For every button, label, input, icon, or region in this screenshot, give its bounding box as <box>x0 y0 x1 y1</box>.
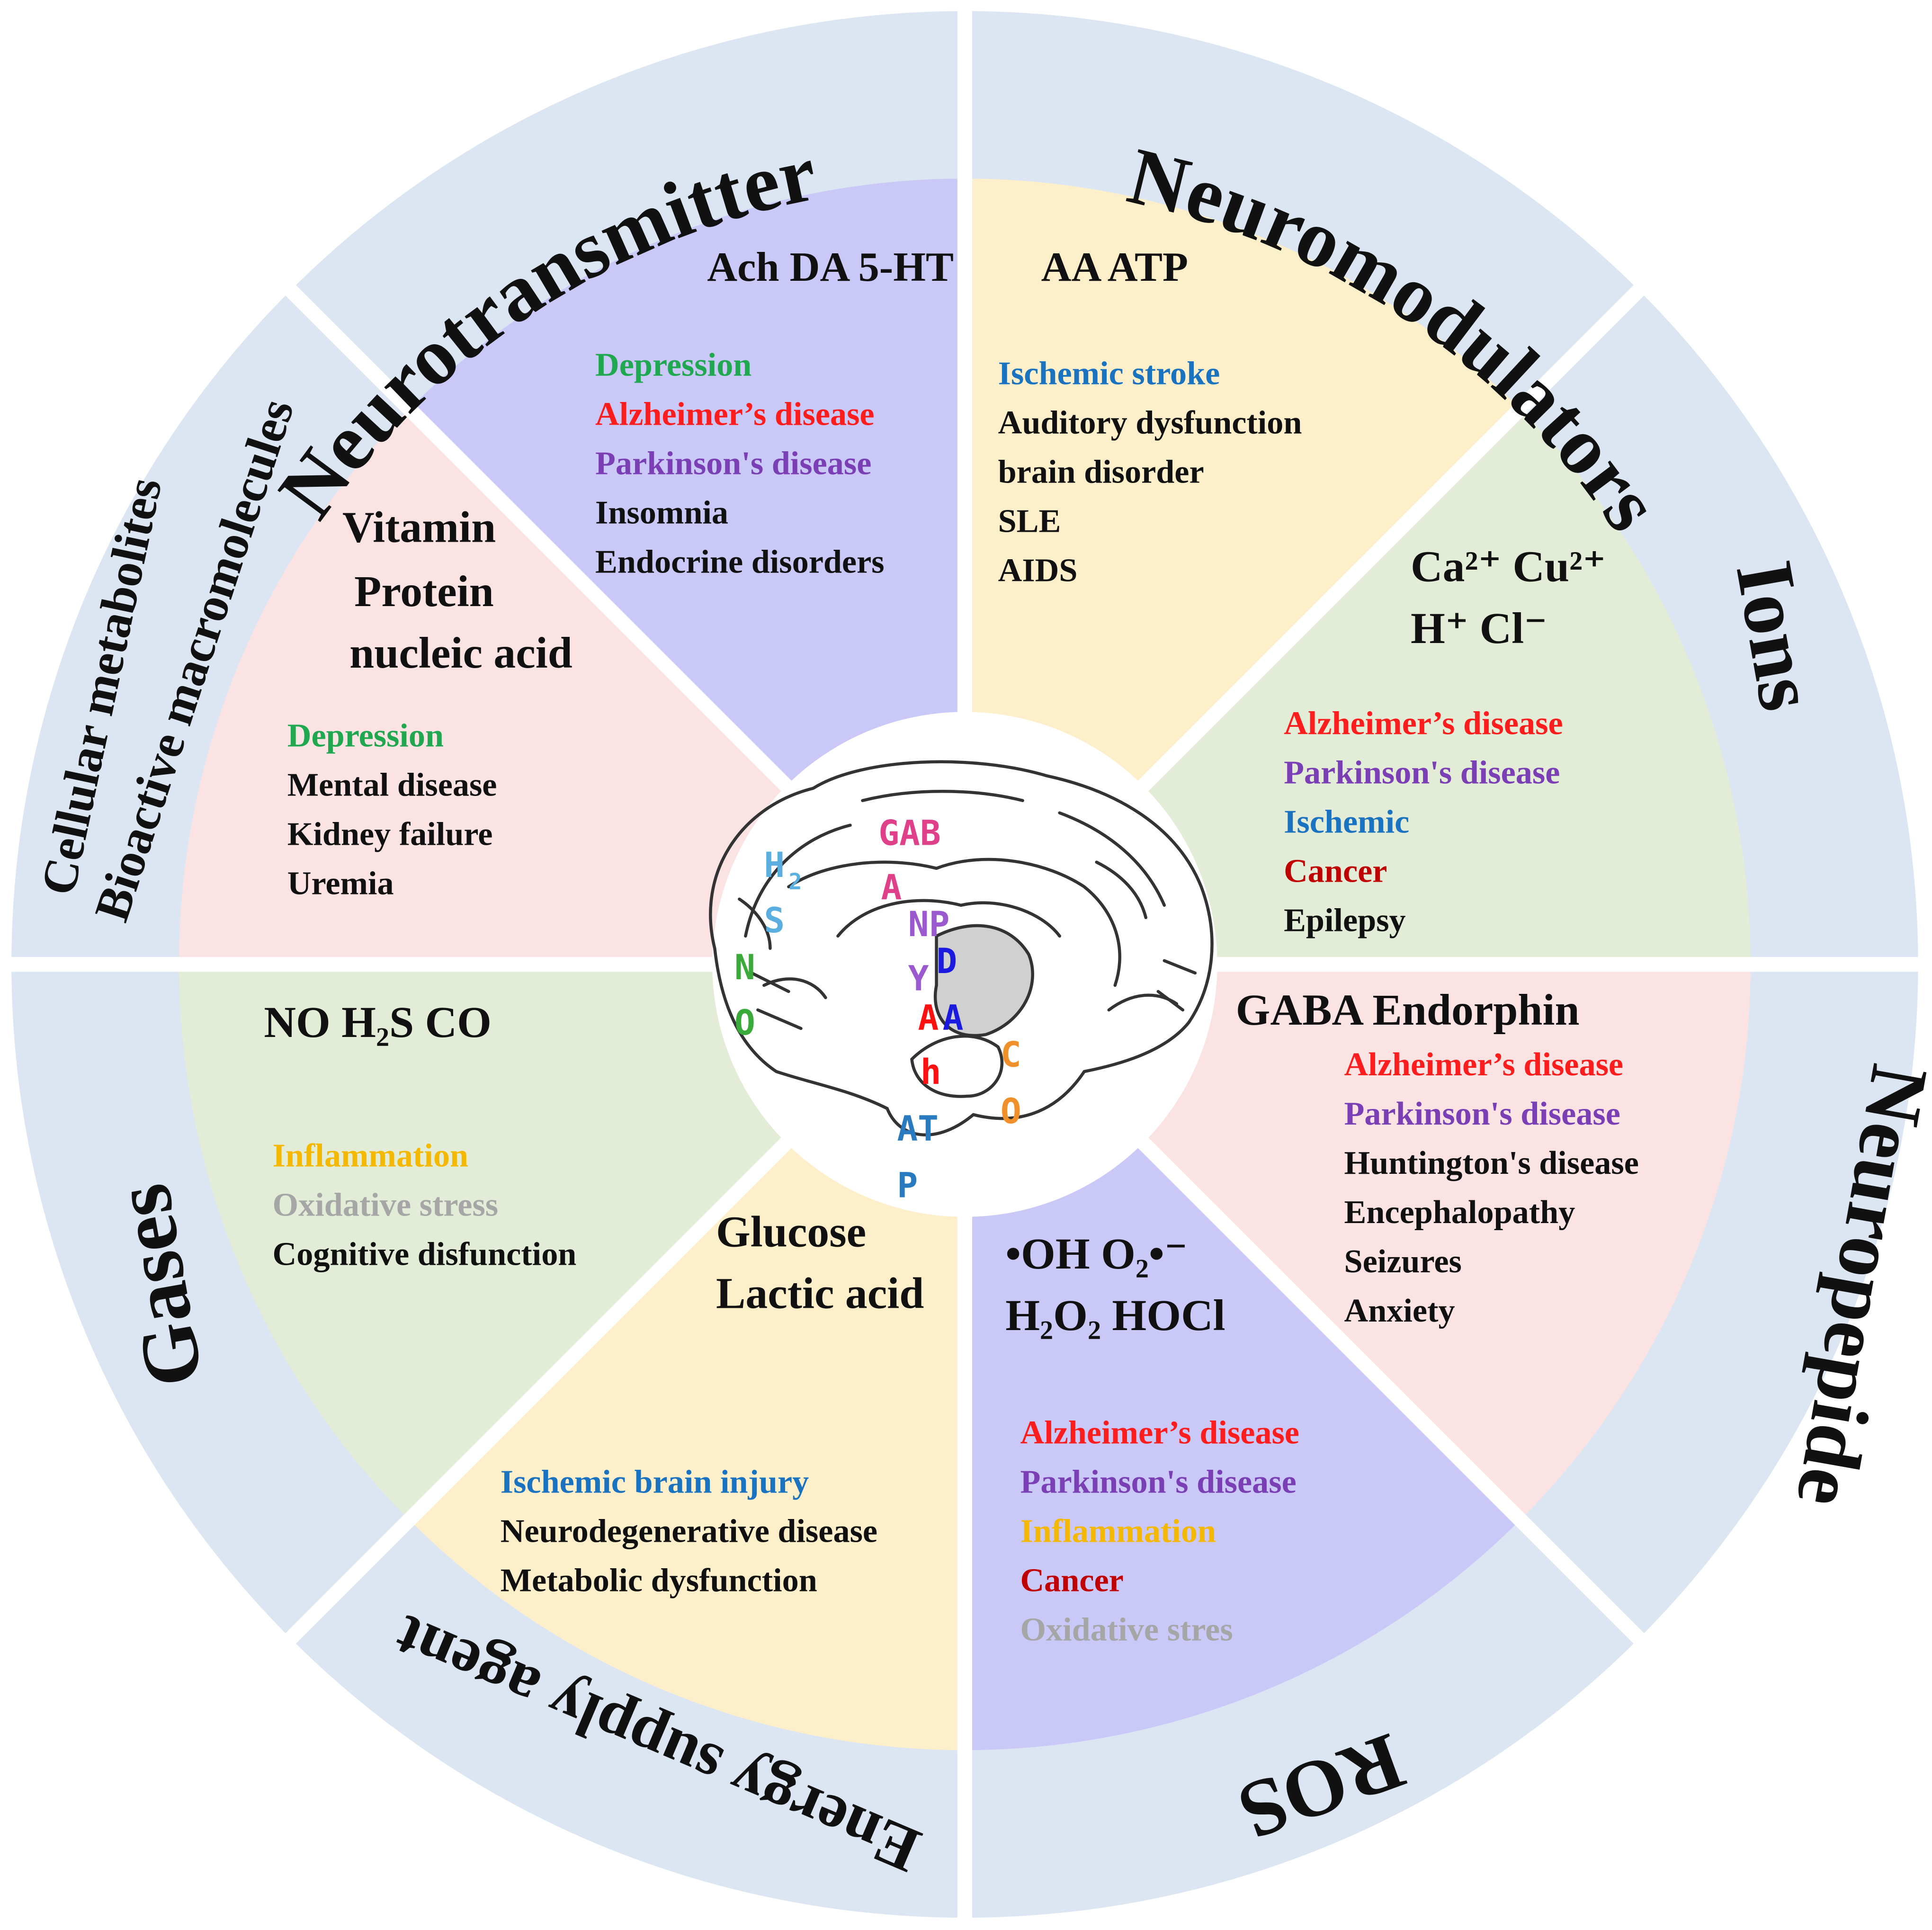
disease-item: Parkinson's disease <box>595 445 871 482</box>
content-ros: •OH O₂•⁻ H₂O₂ HOCl Alzheimer’s diseasePa… <box>1005 1230 1299 1648</box>
disease-item: Alzheimer’s disease <box>595 395 875 432</box>
brain-label: 2 <box>788 869 802 895</box>
brain-label: GAB <box>878 813 941 853</box>
disease-item: Neurodegenerative disease <box>501 1513 877 1550</box>
header-ros-line1: •OH O₂•⁻ <box>1005 1230 1188 1278</box>
header-energy-line2: Lactic acid <box>716 1269 924 1318</box>
brain-label: A <box>881 867 902 908</box>
brain-label: H <box>764 845 785 885</box>
disease-item: SLE <box>998 503 1061 540</box>
content-energy: Glucose Lactic acid Ischemic brain injur… <box>501 1207 924 1599</box>
disease-item: Ischemic <box>1284 803 1409 840</box>
disease-item: Depression <box>595 346 751 383</box>
disease-item: Ischemic stroke <box>998 355 1220 392</box>
disease-item: Parkinson's disease <box>1020 1464 1296 1501</box>
brain-label: NP <box>908 904 950 945</box>
brain-label: A <box>918 998 939 1038</box>
disease-item: Alzheimer’s disease <box>1020 1414 1299 1451</box>
disease-item: Ischemic brain injury <box>501 1464 809 1501</box>
brain-label: P <box>897 1165 918 1206</box>
header-cellular-line2: Protein <box>354 567 494 616</box>
disease-item: brain disorder <box>998 454 1204 491</box>
disease-item: Parkinson's disease <box>1344 1095 1620 1132</box>
brain-label: D <box>937 941 957 982</box>
content-neuropepide: GABA Endorphin Alzheimer’s diseaseParkin… <box>1236 986 1639 1329</box>
disease-item: Cognitive disfunction <box>273 1235 577 1272</box>
disease-item: Depression <box>287 717 444 754</box>
brain-label: O <box>1001 1091 1021 1132</box>
header-neuromodulators: AA ATP <box>1041 244 1188 290</box>
disease-item: Mental disease <box>287 766 497 803</box>
disease-item: Metabolic dysfunction <box>501 1562 817 1599</box>
disease-item: Encephalopathy <box>1344 1194 1575 1231</box>
disease-item: Oxidative stress <box>273 1186 499 1223</box>
disease-item: Oxidative stres <box>1020 1611 1233 1648</box>
disease-item: Inflammation <box>1020 1513 1216 1550</box>
disease-item: Anxiety <box>1344 1292 1455 1329</box>
disease-item: Epilepsy <box>1284 902 1406 938</box>
header-ions-line1: Ca²⁺ Cu²⁺ <box>1411 543 1606 591</box>
disease-item: Seizures <box>1344 1243 1462 1280</box>
disease-item: Insomnia <box>595 494 728 531</box>
brain-label: C <box>1001 1035 1021 1075</box>
brain-label: A <box>943 998 964 1038</box>
content-ions: Ca²⁺ Cu²⁺ H⁺ Cl⁻ Alzheimer’s diseasePark… <box>1284 543 1606 939</box>
brain-label: Y <box>908 958 929 999</box>
disease-item: Huntington's disease <box>1344 1144 1639 1181</box>
disease-item: AIDS <box>998 552 1078 589</box>
header-neurotransmitter: Ach DA 5-HT <box>707 244 954 290</box>
disease-item: Alzheimer’s disease <box>1284 705 1563 742</box>
header-cellular-line3: nucleic acid <box>349 629 572 678</box>
brain-label: h <box>921 1052 941 1092</box>
header-ros-line2: H₂O₂ HOCl <box>1005 1291 1225 1340</box>
disease-item: Cancer <box>1284 852 1387 889</box>
content-cellular: Vitamin Protein nucleic acid DepressionM… <box>287 503 572 902</box>
disease-item: Uremia <box>287 865 394 902</box>
header-cellular-line1: Vitamin <box>342 503 496 552</box>
brain-label: O <box>734 1003 755 1043</box>
brain-outline-icon <box>709 760 1214 1137</box>
disease-item: Endocrine disorders <box>595 544 885 581</box>
brain-label: N <box>734 947 755 988</box>
header-neuropepide: GABA Endorphin <box>1236 986 1580 1035</box>
disease-item: Auditory dysfunction <box>998 404 1302 441</box>
disease-item: Kidney failure <box>287 815 493 852</box>
header-ions-line2: H⁺ Cl⁻ <box>1411 604 1547 653</box>
disease-item: Alzheimer’s disease <box>1344 1046 1624 1083</box>
header-energy-line1: Glucose <box>716 1207 866 1256</box>
disease-item: Parkinson's disease <box>1284 754 1560 791</box>
brain-label: AT <box>897 1109 939 1149</box>
disease-item: Cancer <box>1020 1562 1123 1599</box>
disease-item: Inflammation <box>273 1137 469 1174</box>
brain-label: S <box>764 901 785 941</box>
header-gases: NO H₂S CO <box>264 998 492 1047</box>
